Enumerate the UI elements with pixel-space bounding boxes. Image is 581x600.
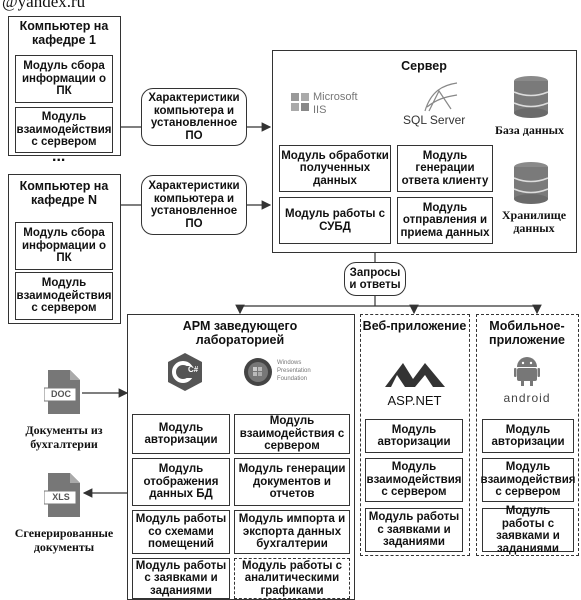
wpf-line1: Windows xyxy=(277,360,302,366)
server-module-generation: Модуль генерации ответа клиенту xyxy=(397,145,493,192)
pc1-box: Компьютер на кафедре 1 Модуль сбора инфо… xyxy=(8,16,121,156)
web-module-server-interact: Модуль взаимодействия с сервером xyxy=(365,458,463,502)
pc1-module-interact: Модуль взаимодействия с сервером xyxy=(15,107,113,153)
mobile-module-auth: Модуль авторизации xyxy=(482,419,574,453)
arm-module-server-interact: Модуль взаимодействия с сервером xyxy=(234,414,350,454)
sql-server-label: SQL Server xyxy=(403,113,466,127)
microsoft-windows-icon xyxy=(291,93,309,111)
arm-module-db-display: Модуль отображения данных БД xyxy=(132,458,230,506)
mobile-module-server-interact: Модуль взаимодействия с сервером xyxy=(481,458,576,502)
characteristics-box-2: Характеристики компьютера и установленно… xyxy=(141,175,247,235)
doc-icon-label: DOC xyxy=(51,389,71,399)
arm-module-room-schemes: Модуль работы со схемами помещений xyxy=(132,510,230,554)
wpf-logo: Windows Presentation Foundation xyxy=(243,357,343,391)
aspnet-icon xyxy=(385,363,445,387)
pcn-box: Компьютер на кафедре N Модуль сбора инфо… xyxy=(8,174,121,324)
iis-line1: Microsoft xyxy=(313,91,358,103)
mobile-app-title: Мобильное-приложение xyxy=(489,319,565,347)
requests-responses-box: Запросы и ответы xyxy=(344,262,406,296)
xls-file-icon: XLS xyxy=(44,473,82,517)
mobile-module-requests-tasks: Модуль работы с заявками и заданиями xyxy=(482,505,574,555)
server-module-dbms: Модуль работы с СУБД xyxy=(279,197,391,244)
microsoft-iis-logo: Microsoft IIS xyxy=(291,89,373,125)
arm-module-auth: Модуль авторизации xyxy=(132,414,230,454)
doc-file-icon: DOC xyxy=(44,370,82,414)
pcn-module-interact: Модуль взаимодействия с сервером xyxy=(15,272,113,320)
csharp-label: C# xyxy=(188,365,199,374)
header-email-fragment: @yandex.ru xyxy=(2,0,86,11)
arm-title: АРМ заведующего лабораторией xyxy=(182,319,298,347)
database-label: База данных xyxy=(495,123,565,137)
server-module-sendrecv: Модуль отправления и приема данных xyxy=(397,197,493,244)
characteristics-box-1: Характеристики компьютера и установленно… xyxy=(141,88,247,146)
server-box: Сервер Microsoft IIS SQL Server База дан… xyxy=(272,50,577,253)
csharp-logo: C# xyxy=(166,352,204,392)
web-module-requests-tasks: Модуль работы с заявками и заданиями xyxy=(365,508,463,552)
web-app-box: Веб-приложение ASP.NET Модуль авторизаци… xyxy=(360,314,470,556)
arm-box: АРМ заведующего лабораторией C# Windows … xyxy=(127,314,355,600)
arm-module-requests-tasks: Модуль работы с заявками и заданиями xyxy=(132,558,230,599)
generated-docs-label: Сгенерированные документы xyxy=(14,526,114,554)
web-app-title: Веб-приложение xyxy=(362,319,467,333)
server-module-processing: Модуль обработки полученных данных xyxy=(279,145,391,192)
arm-module-analytics: Модуль работы с аналитическими графиками xyxy=(234,558,350,599)
windows-orb-icon xyxy=(244,358,272,386)
storage-icon xyxy=(513,162,549,204)
arm-module-doc-generation: Модуль генерации документов и отчетов xyxy=(234,458,350,506)
aspnet-label: ASP.NET xyxy=(387,393,442,408)
server-title: Сервер xyxy=(401,59,447,73)
android-robot-icon xyxy=(514,357,540,386)
wpf-line3: Foundation xyxy=(277,376,308,382)
web-module-auth: Модуль авторизации xyxy=(365,419,463,453)
wpf-line2: Presentation xyxy=(277,368,311,374)
pc1-title: Компьютер на кафедре 1 xyxy=(19,19,109,47)
sql-server-icon xyxy=(424,82,458,112)
storage-label: Хранилище данных xyxy=(501,208,567,235)
arm-module-import-export: Модуль импорта и экспорта данных бухгалт… xyxy=(234,510,350,554)
pc1-module-collect: Модуль сбора информации о ПК xyxy=(15,55,113,103)
pcn-module-collect: Модуль сбора информации о ПК xyxy=(15,222,113,270)
database-icon xyxy=(513,76,549,118)
sql-server-logo: SQL Server xyxy=(403,81,479,131)
mobile-app-box: Мобильное-приложение android Модуль авто… xyxy=(476,314,579,556)
ellipsis: ... xyxy=(52,148,66,165)
android-label: android xyxy=(503,391,551,405)
iis-line2: IIS xyxy=(313,104,327,116)
xls-icon-label: XLS xyxy=(52,492,70,502)
csharp-icon xyxy=(168,353,202,391)
docs-from-accounting-label: Документы из бухгалтерии xyxy=(25,423,103,451)
pcn-title: Компьютер на кафедре N xyxy=(19,179,109,207)
